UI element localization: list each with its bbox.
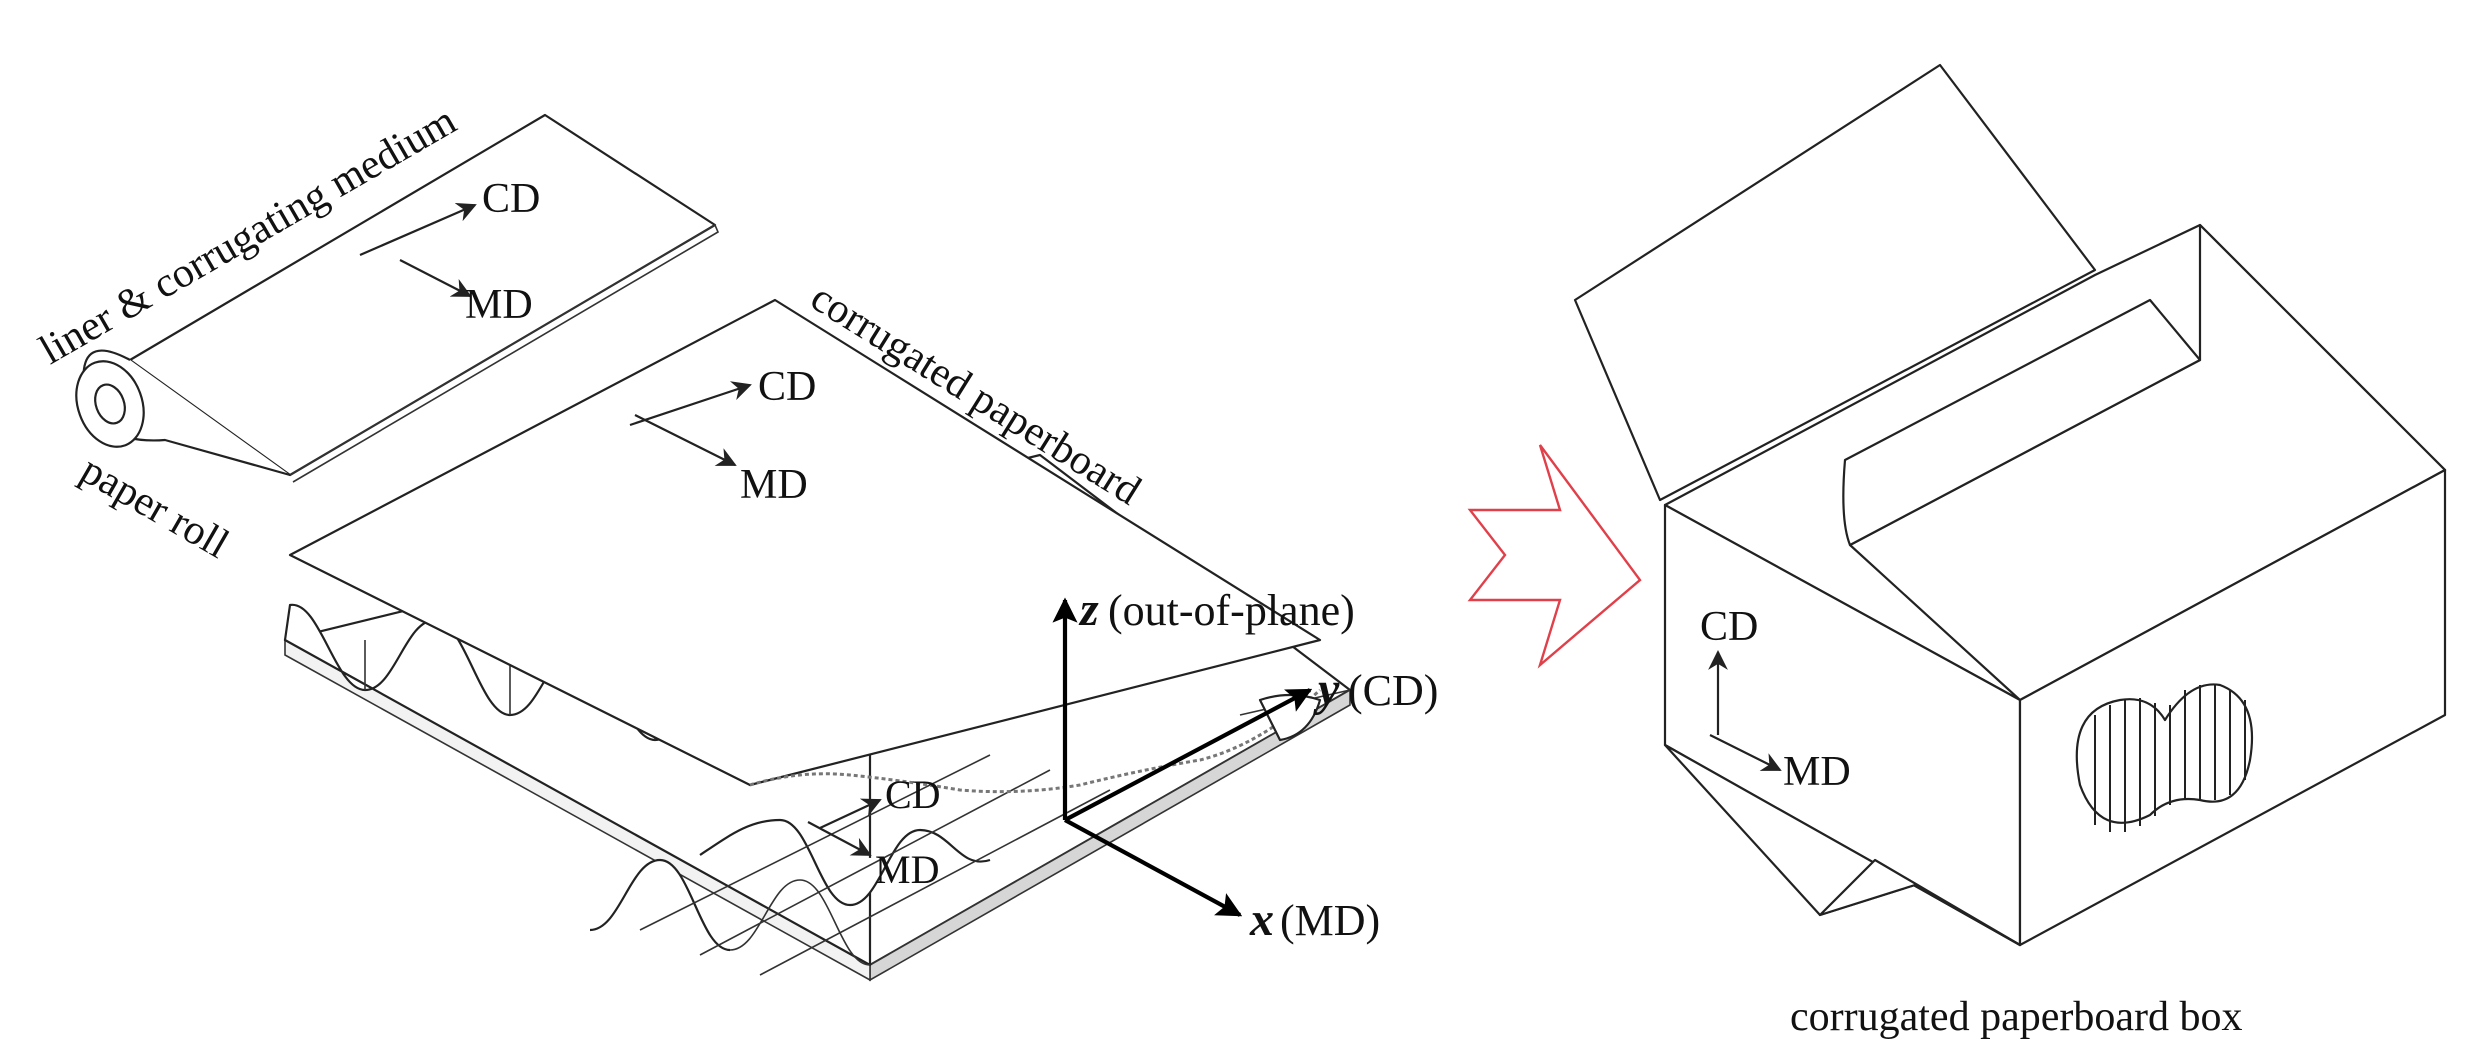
paper-roll-label: paper roll bbox=[73, 447, 236, 568]
paper-roll bbox=[75, 349, 291, 477]
x-axis-text: (MD) bbox=[1280, 896, 1380, 945]
liner-md-label: MD bbox=[465, 282, 533, 328]
y-axis-text: (CD) bbox=[1348, 666, 1438, 715]
medium-direction-arrows: CD MD bbox=[807, 772, 941, 892]
box-caption: corrugated paperboard box bbox=[1790, 994, 2242, 1040]
board-direction-arrows: CD MD bbox=[629, 364, 816, 508]
corrugated-paperboard bbox=[283, 298, 1352, 982]
board-cd-label: CD bbox=[758, 364, 816, 410]
z-axis-symbol: z bbox=[1078, 583, 1099, 636]
liner-direction-arrows: CD MD bbox=[359, 176, 540, 328]
paperboard-box bbox=[1573, 63, 2447, 947]
box-direction-arrows: CD MD bbox=[1700, 604, 1851, 795]
z-axis-text: (out-of-plane) bbox=[1108, 586, 1355, 635]
box-md-label: MD bbox=[1783, 749, 1851, 795]
y-axis-symbol: y bbox=[1313, 663, 1340, 716]
x-axis-symbol: x bbox=[1249, 893, 1274, 946]
coordinate-axes: z (out-of-plane) y (CD) x (MD) bbox=[1052, 583, 1438, 946]
transition-arrow-icon bbox=[1467, 444, 1642, 669]
medium-cd-label: CD bbox=[885, 772, 941, 817]
liner-cd-label: CD bbox=[482, 176, 540, 222]
medium-md-label: MD bbox=[875, 847, 939, 892]
box-cd-label: CD bbox=[1700, 604, 1758, 650]
hand-hole bbox=[2075, 683, 2254, 824]
liner-sheet bbox=[128, 113, 720, 483]
board-md-label: MD bbox=[740, 462, 808, 508]
